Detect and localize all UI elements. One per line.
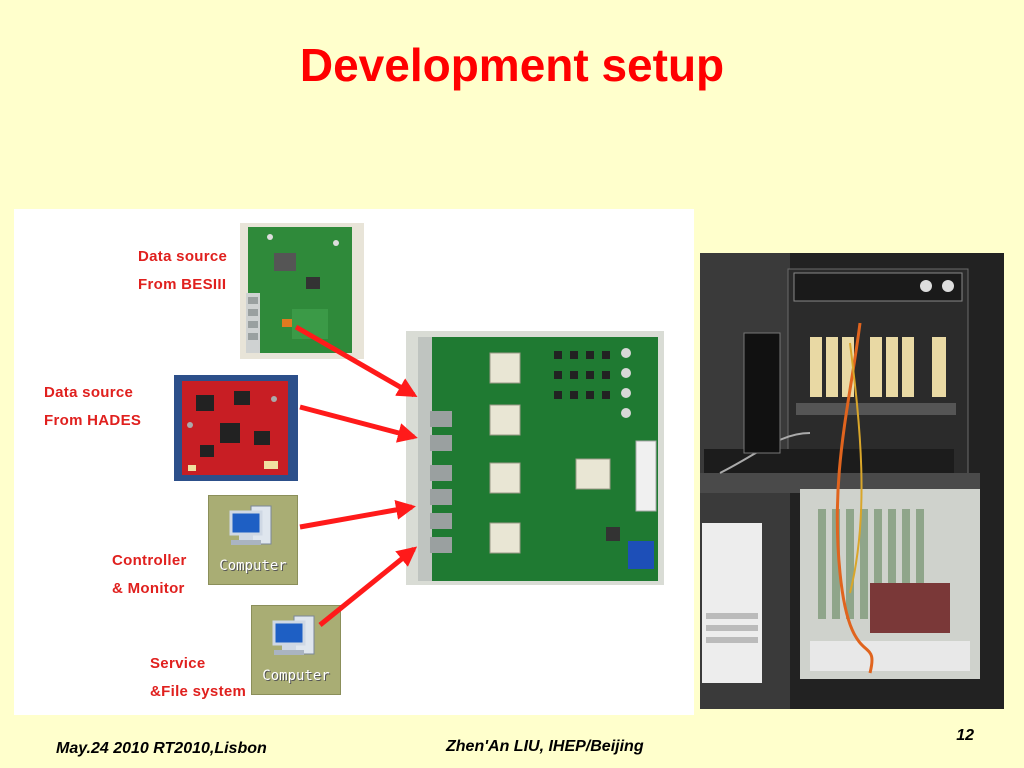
rack-photo [700, 253, 1004, 709]
page-number: 12 [956, 727, 974, 744]
arrow-besiii [294, 324, 418, 398]
footer-date-venue: May.24 2010 RT2010,Lisbon [56, 740, 267, 757]
hades-board-image [174, 375, 298, 481]
label-hades-source: Data source From HADES [44, 384, 142, 429]
label-controller-monitor: Controller & Monitor [112, 552, 187, 597]
computer-caption: Computer [262, 668, 330, 684]
arrow-controller [299, 499, 416, 530]
main-board-image [406, 331, 664, 585]
setup-diagram: Data source From BESIII Data source From… [14, 209, 694, 715]
label-besiii-source: Data source From BESIII [138, 248, 228, 293]
computer-icon-controller: Computer [208, 495, 298, 585]
computer-caption: Computer [219, 558, 287, 574]
arrow-service [318, 546, 418, 627]
label-service-filesystem: Service &File system [150, 655, 247, 700]
arrow-hades [299, 404, 418, 443]
slide-title: Development setup [299, 39, 725, 91]
footer-author: Zhen'An LIU, IHEP/Beijing [446, 738, 644, 755]
connection-arrows [294, 324, 418, 627]
